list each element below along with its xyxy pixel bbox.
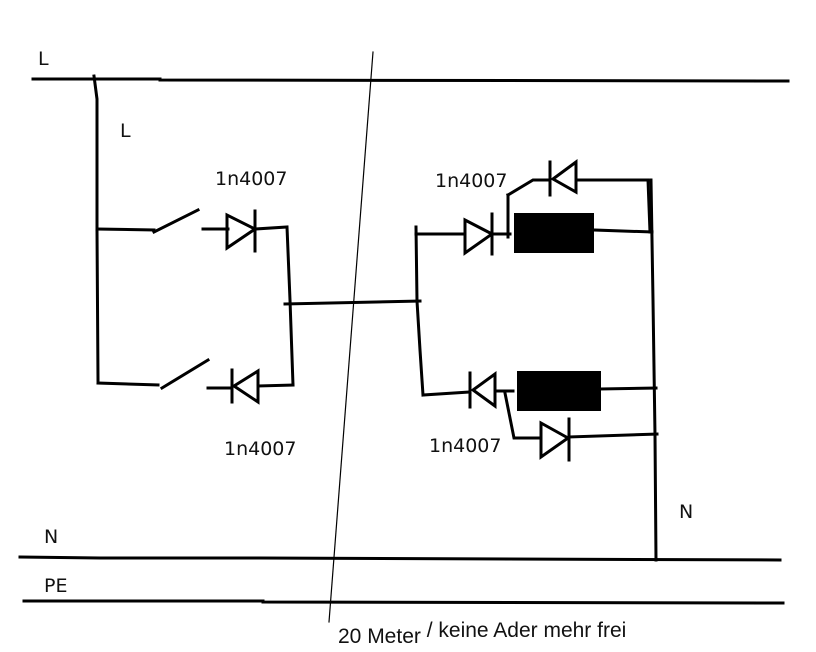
label-l-branch: L [120,120,131,142]
switch-bottom [159,357,211,391]
label-diode-right-bottom: 1n4007 [429,435,502,457]
diode-right-bottom-bypass [539,417,571,462]
label-n-right: N [679,501,694,523]
wire-bottom-left [96,381,160,387]
bus-line-pe [22,599,785,605]
cable-caption: 20 Meter / keine Ader mehr frei [338,619,627,647]
label-diode-left-top: 1n4007 [215,168,288,190]
cable-length-text: 20 Meter [338,625,421,648]
label-diode-left-bottom: 1n4007 [224,438,297,460]
wire-l-branch [92,74,100,382]
label-diode-right-top: 1n4007 [435,170,508,192]
diode-right-top-series [463,212,495,256]
bus-line-l [31,77,790,83]
wire-top-left [95,227,156,232]
diode-right-top-bypass [548,159,578,197]
switch-top [151,207,201,235]
wire-n-return [649,178,658,562]
load-bottom [517,371,601,411]
label-l-bus: L [38,48,49,70]
wire-rb-in [421,390,472,397]
wire-rb-bypass-out [567,432,659,439]
label-pe-bus: PE [44,575,68,597]
wire-rb-tap [503,391,543,440]
wire-right-rail [414,225,425,397]
wire-rt-load-out [593,228,654,234]
cable-boundary-line [328,51,374,623]
wire-rb-load-out [598,386,658,391]
wire-cable-link [283,299,422,306]
wire-top-right [253,225,295,387]
bus-line-n [18,555,782,562]
diode-right-bottom-series [468,371,497,409]
load-top [514,213,594,253]
wire-rt-bypass [505,178,552,198]
wire-rt-bypass-out [574,178,652,234]
label-n-bus: N [44,526,59,548]
diode-left-top [225,209,258,253]
diode-left-bottom [230,368,260,405]
wire-bottom-right [256,383,295,388]
cable-note-text: / keine Ader mehr frei [426,619,627,642]
